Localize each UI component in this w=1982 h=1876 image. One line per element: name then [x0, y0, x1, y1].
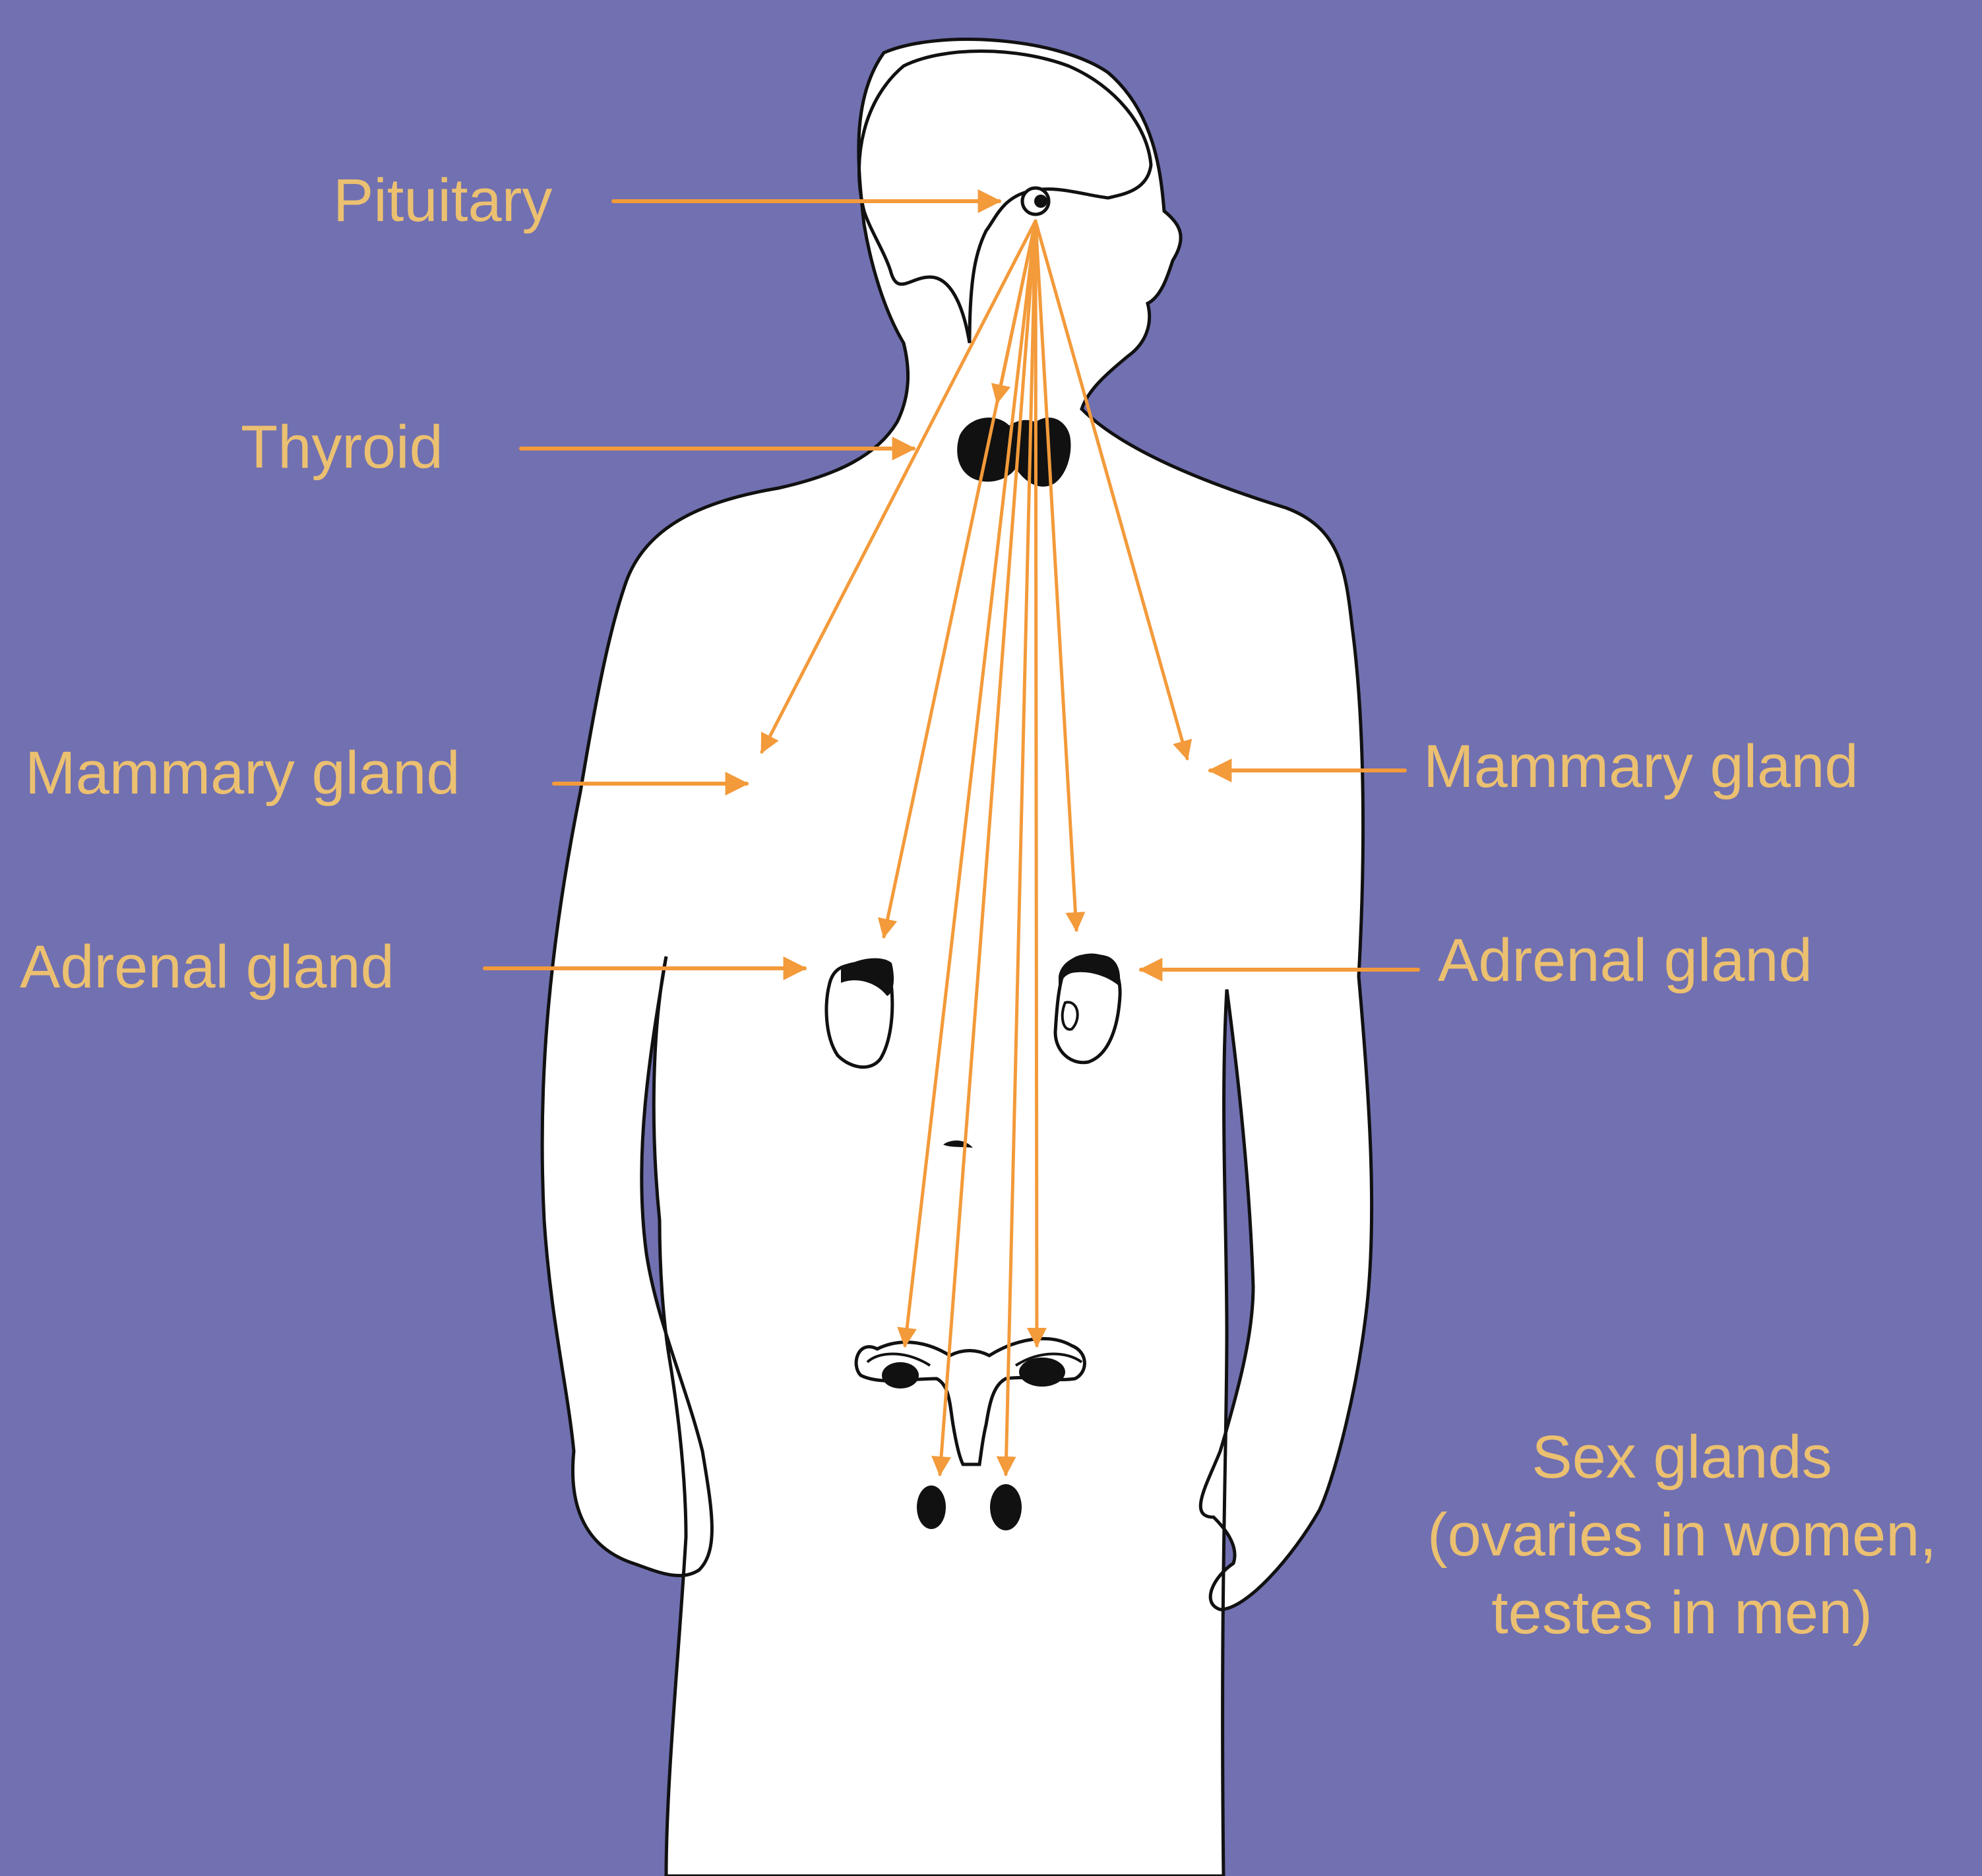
- label-adrenal-right: Adrenal gland: [1438, 930, 1812, 991]
- label-thyroid: Thyroid: [241, 417, 443, 478]
- testis-left: [917, 1485, 946, 1529]
- arrow-to-ovary-right: [1036, 221, 1037, 1346]
- ovary-left: [882, 1362, 919, 1389]
- body-silhouette: [542, 40, 1372, 1876]
- label-sex-glands: Sex glands (ovaries in women, testes in …: [1372, 1418, 1982, 1652]
- label-pituitary: Pituitary: [333, 170, 552, 231]
- testis-right: [990, 1484, 1022, 1530]
- label-mammary-right: Mammary gland: [1423, 736, 1859, 797]
- label-sex-glands-line-3: testes in men): [1372, 1574, 1982, 1652]
- ovary-right: [1019, 1358, 1065, 1387]
- label-sex-glands-line-2: (ovaries in women,: [1372, 1496, 1982, 1574]
- label-sex-glands-line-1: Sex glands: [1372, 1418, 1982, 1496]
- label-mammary-left: Mammary gland: [25, 743, 460, 803]
- label-adrenal-left: Adrenal gland: [20, 937, 394, 997]
